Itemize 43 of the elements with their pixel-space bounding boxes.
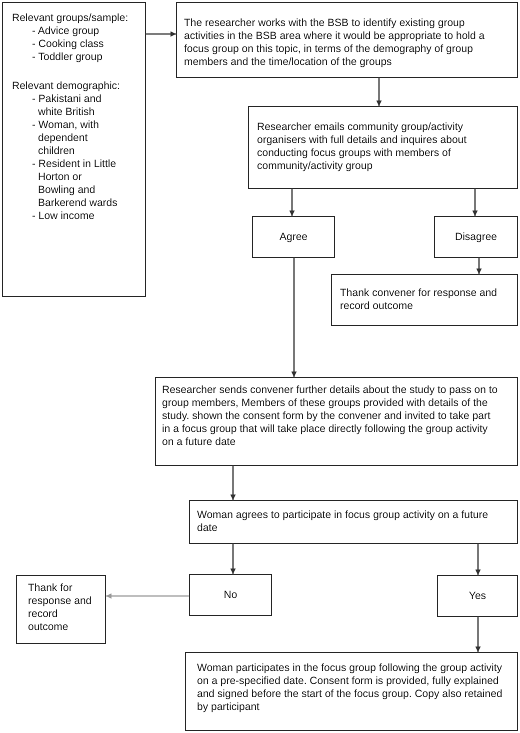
arrow [289,189,295,216]
process-box [176,2,518,78]
arrow [472,189,478,216]
arrow [106,593,189,599]
info-panel [2,2,146,297]
process-box [189,500,518,544]
list-item: - Resident in Little Horton or Bowling and Barkerend wards [31,158,118,210]
arrow [475,617,481,652]
option-box [434,216,518,258]
option-box [252,216,335,258]
box-text: The researcher works with the BSB to identify existing group activities in the BSB area where it would be appropriate to hold a focus group on this topic, in terms of the demography of group members and the time/location of the groups [184,17,486,69]
arrow [230,466,236,500]
arrow [376,78,382,106]
process-box [331,274,518,326]
box-text: Yes [468,590,486,602]
list-item: - Advice group [31,25,100,38]
box-text: Woman participates in the focus group following the group activity on a pre-specified date. Consent form is provided, fully explained and signed before the start of the focus group. Copy also retained by participant [197,662,504,714]
section-heading: Relevant demographic: [12,80,121,93]
box-text: No [224,588,238,602]
box-text: Thank for response and record outcome [28,582,93,634]
option-box [189,574,272,616]
box-text: Researcher sends convener further details about the study to pass on to group members, Members of these groups provided with details of the study. shown the consent form by the convener and invited to take part in a focus group that will take place directly following the group activity on a future date [162,384,499,449]
process-box [248,106,518,189]
list-item: - Toddler group [31,51,104,64]
list-item: - Low income [31,210,96,223]
arrow [146,31,176,37]
arrow [291,258,297,377]
arrow [476,258,482,274]
list-item: - Pakistani and white British [31,93,102,119]
box-text: Agree [279,230,308,244]
box-text: Researcher emails community group/activity organisers with full details and inquires about conducting focus groups with members of community/activity group [257,121,468,173]
section-heading: Relevant groups/sample: [12,12,130,25]
process-box [185,652,518,731]
box-text: Woman agrees to participate in focus group activity on a future date [197,509,490,535]
list-item: - Woman, with dependent children [31,119,100,158]
list-item: - Cooking class [31,38,105,51]
option-box [437,575,518,617]
box-text: Thank convener for response and record outcome [340,287,498,313]
arrow [475,544,481,575]
process-box [16,575,106,644]
arrow [230,544,236,574]
process-box [155,377,518,466]
box-text: Disagree [454,230,498,244]
